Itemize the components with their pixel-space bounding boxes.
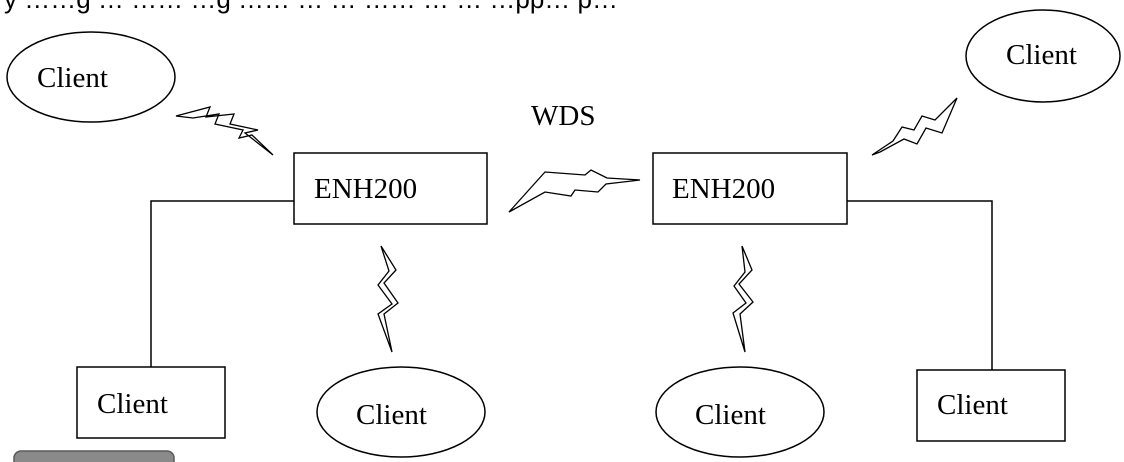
client-ellipse — [655, 366, 825, 458]
top-cutoff-text: y ……g … …… …g …… … … …… … … …pp… p… — [4, 0, 618, 14]
client-label: Client — [37, 62, 108, 94]
client-box — [76, 366, 226, 439]
wired-client-right: Client — [916, 369, 1066, 442]
wireless-client-bottom-right: Client — [655, 366, 825, 458]
client-label: Client — [97, 388, 168, 420]
access-point-left: ENH200 — [293, 152, 488, 225]
wireless-bolt-left-down — [377, 245, 399, 353]
client-label: Client — [1006, 39, 1077, 71]
wireless-bolt-right-down — [732, 245, 754, 353]
access-point-label: ENH200 — [672, 173, 775, 205]
wired-client-left: Client — [76, 366, 226, 439]
wireless-client-bottom-left: Client — [316, 366, 486, 458]
access-point-right: ENH200 — [652, 152, 848, 225]
wired-link-left — [150, 200, 294, 367]
client-ellipse — [316, 366, 486, 458]
access-point-box — [652, 152, 848, 225]
client-ellipse — [965, 9, 1121, 103]
wireless-bolt-wds — [508, 169, 641, 213]
wireless-client-top-left: Client — [6, 31, 176, 123]
client-ellipse — [6, 31, 176, 123]
client-label: Client — [695, 399, 766, 431]
client-label: Client — [937, 389, 1008, 421]
access-point-box — [293, 152, 488, 225]
wired-link-right — [847, 200, 993, 370]
client-box — [916, 369, 1066, 442]
wireless-bolt-top-left — [175, 106, 274, 156]
bottom-cutoff-box — [13, 450, 175, 462]
wds-label: WDS — [531, 100, 595, 132]
access-point-label: ENH200 — [314, 173, 417, 205]
wireless-client-top-right: Client — [965, 9, 1121, 103]
client-label: Client — [356, 399, 427, 431]
wireless-bolt-top-right — [871, 97, 958, 156]
